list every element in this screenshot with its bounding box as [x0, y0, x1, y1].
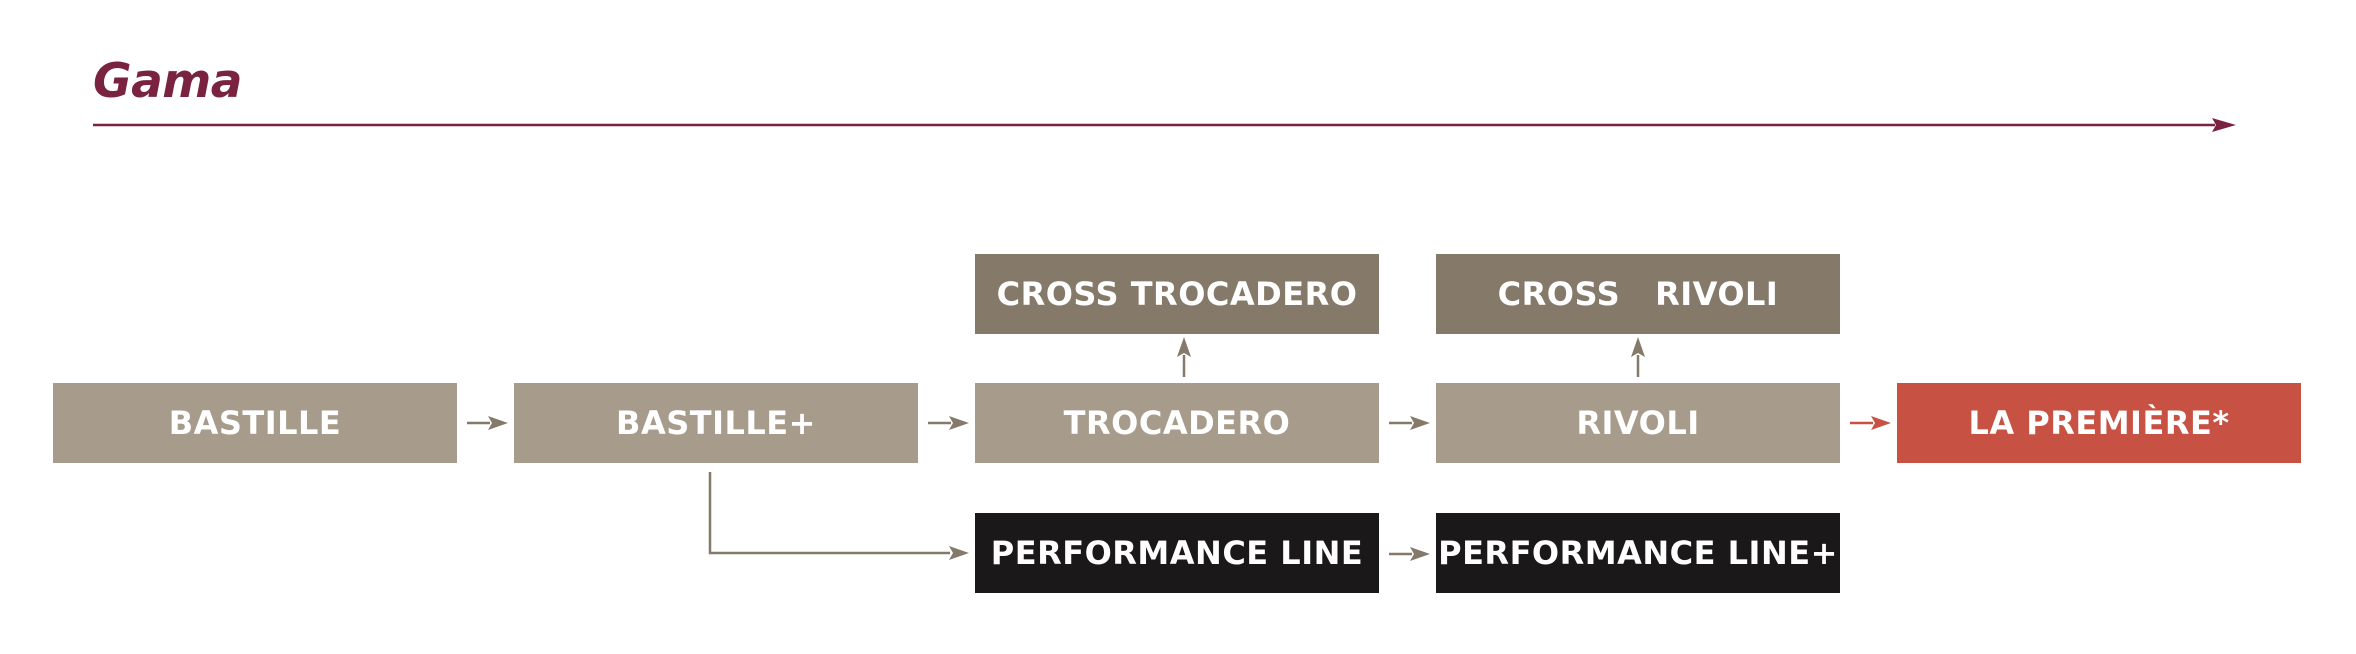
arrowhead-la-premiere	[1871, 416, 1891, 430]
box-label: CROSS TROCADERO	[996, 275, 1358, 313]
arrow-bastille-plus-to-performance-line	[708, 472, 950, 555]
box-la-premiere: LA PREMIÈRE*	[1897, 383, 2301, 463]
arrowhead-bastille-plus	[488, 416, 508, 430]
arrowhead-rivoli	[1410, 416, 1430, 430]
arrowhead-performance-line	[949, 546, 969, 560]
arrowhead-cross-trocadero	[1177, 337, 1191, 357]
box-label: PERFORMANCE LINE+	[1438, 534, 1838, 572]
box-bastille-plus: BASTILLE+	[514, 383, 918, 463]
box-label: TROCADERO	[1063, 404, 1291, 442]
box-label: BASTILLE+	[616, 404, 816, 442]
box-cross-rivoli: CROSS RIVOLI	[1436, 254, 1840, 334]
box-trocadero: TROCADERO	[975, 383, 1379, 463]
arrowhead-cross-rivoli	[1631, 337, 1645, 357]
box-label: CROSS RIVOLI	[1497, 275, 1779, 313]
box-bastille: BASTILLE	[53, 383, 457, 463]
box-label: BASTILLE	[168, 404, 342, 442]
box-label: PERFORMANCE LINE	[990, 534, 1364, 572]
box-label: LA PREMIÈRE*	[1968, 404, 2230, 442]
box-label: RIVOLI	[1576, 404, 1700, 442]
page-title: Gama	[93, 54, 242, 109]
range-axis-arrowhead	[2212, 118, 2236, 132]
box-performance-line: PERFORMANCE LINE	[975, 513, 1379, 593]
box-rivoli: RIVOLI	[1436, 383, 1840, 463]
arrowhead-trocadero	[949, 416, 969, 430]
box-cross-trocadero: CROSS TROCADERO	[975, 254, 1379, 334]
box-performance-line-plus: PERFORMANCE LINE+	[1436, 513, 1840, 593]
arrowhead-performance-line-plus	[1410, 547, 1430, 561]
